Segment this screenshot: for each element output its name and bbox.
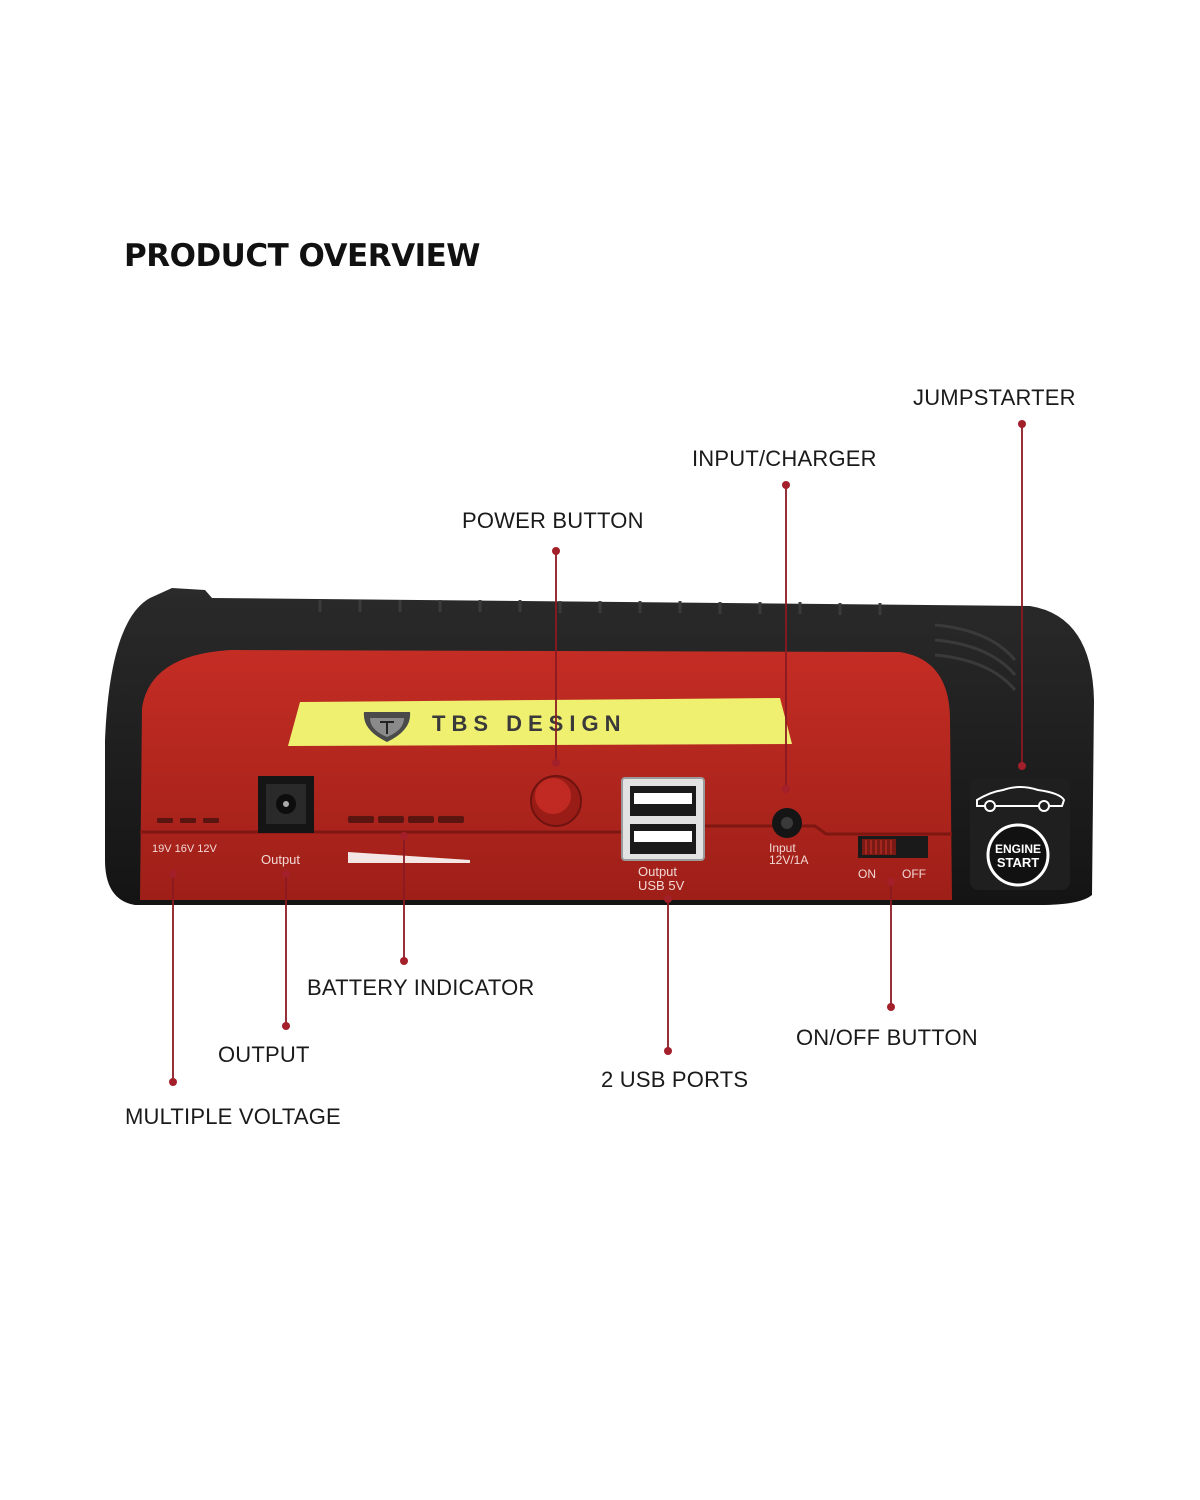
leader-lines xyxy=(172,424,1023,1082)
callout-usb-ports: 2 USB PORTS xyxy=(601,1067,749,1092)
car-icon xyxy=(976,786,1066,812)
callout-multiple-voltage: MULTIPLE VOLTAGE xyxy=(125,1104,341,1129)
brand-label xyxy=(288,698,792,746)
switch-off-label: OFF xyxy=(902,867,926,881)
switch-on-label: ON xyxy=(858,867,876,881)
power-button xyxy=(530,775,582,827)
input-label-line2: 12V/1A xyxy=(769,853,808,867)
shield-logo-icon xyxy=(363,712,411,742)
brand-name: TBS DESIGN xyxy=(432,711,626,736)
callout-jumpstarter: JUMPSTARTER xyxy=(913,385,1076,410)
engine-start-icon: ENGINE START xyxy=(986,823,1050,887)
battery-level-wedge xyxy=(348,852,470,863)
callout-input-charger: INPUT/CHARGER xyxy=(692,446,877,471)
input-label-line1: Input xyxy=(769,841,796,855)
usb-output-label-line1: Output xyxy=(638,864,677,879)
usb-output-label-line2: USB 5V xyxy=(638,878,685,893)
engine-start-line2: START xyxy=(997,855,1039,870)
voltage-labels: 19V 16V 12V xyxy=(152,843,217,855)
dc-output-port xyxy=(258,776,314,833)
slide-switch xyxy=(858,836,928,858)
page-title: PRODUCT OVERVIEW xyxy=(124,238,481,274)
engine-start-line1: ENGINE xyxy=(995,842,1041,856)
jump-starter-device: TBS DESIGN 19V 16V 12V Output xyxy=(105,588,1094,905)
callout-battery-indicator: BATTERY INDICATOR xyxy=(307,975,535,1000)
battery-indicator-leds xyxy=(348,816,464,823)
grip-ridges xyxy=(318,600,1017,691)
usb-ports xyxy=(621,777,705,861)
voltage-leds xyxy=(157,818,219,823)
callout-power-button: POWER BUTTON xyxy=(462,508,644,533)
leader-dots xyxy=(169,420,1026,1086)
dc-output-label: Output xyxy=(261,852,300,867)
callout-on-off-button: ON/OFF BUTTON xyxy=(796,1025,978,1050)
callout-output: OUTPUT xyxy=(218,1042,310,1067)
input-jack xyxy=(772,808,802,838)
